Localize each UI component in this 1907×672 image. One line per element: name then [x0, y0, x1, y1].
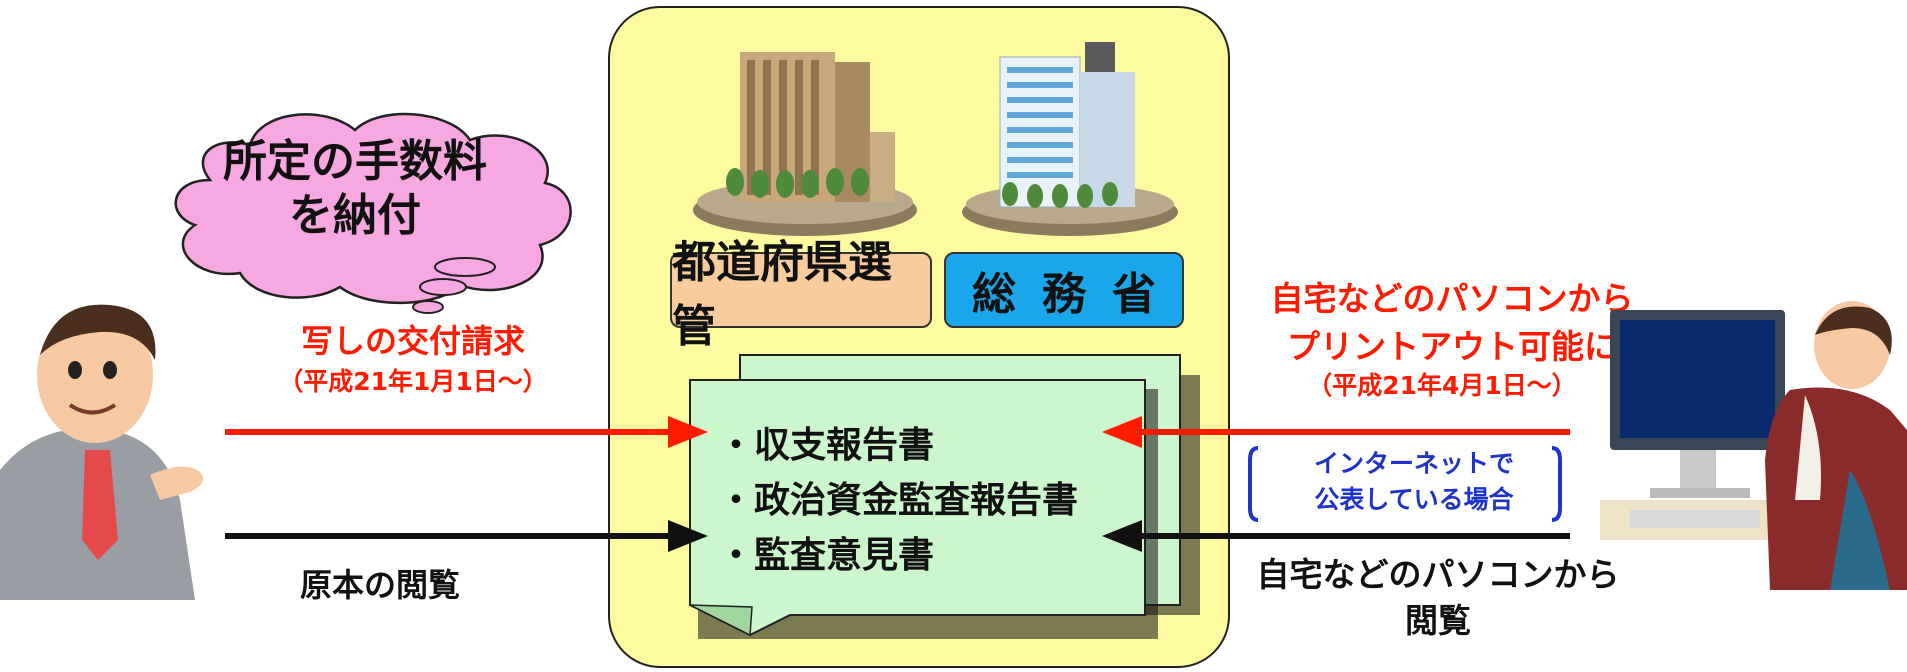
home-view-label-line1: 自宅などのパソコンから [1256, 555, 1620, 594]
printout-label-line2: プリントアウト可能に [1287, 327, 1617, 366]
person-at-computer-icon [1600, 301, 1907, 590]
doc-item-audit-report: ・政治資金監査報告書 [718, 480, 1079, 521]
doc-item-audit-opinion: ・監査意見書 [718, 535, 935, 576]
internet-line-2: 公表している場合 [1314, 485, 1514, 514]
ministry-label: 総務省 [944, 252, 1184, 328]
copy-request-label: 写しの交付請求 [300, 322, 525, 360]
doc-item-income-report: ・収支報告書 [718, 425, 935, 466]
home-view-label-line2: 閲覧 [1405, 601, 1471, 640]
printout-date: （平成21年4月1日～） [1307, 371, 1577, 400]
office-building-icon [693, 52, 917, 236]
cloud-line-1: 所定の手数料 [223, 136, 487, 187]
cloud-line-2: を納付 [289, 190, 421, 241]
fee-payment-note: 所定の手数料 を納付 [190, 135, 520, 243]
document-stack-icon [689, 354, 1200, 639]
ministry-building-icon [962, 42, 1178, 236]
internet-publication-note: インターネットで 公表している場合 [1262, 446, 1566, 522]
person-left-icon [0, 304, 204, 600]
document-list: ・収支報告書 ・政治資金監査報告書 ・監査意見書 [718, 418, 1078, 583]
printout-label-line1: 自宅などのパソコンから [1270, 279, 1634, 318]
internet-line-1: インターネットで [1313, 449, 1514, 478]
copy-request-date: （平成21年1月1日～） [278, 367, 548, 396]
thought-cloud-icon [174, 112, 572, 314]
original-view-label: 原本の閲覧 [299, 566, 460, 604]
